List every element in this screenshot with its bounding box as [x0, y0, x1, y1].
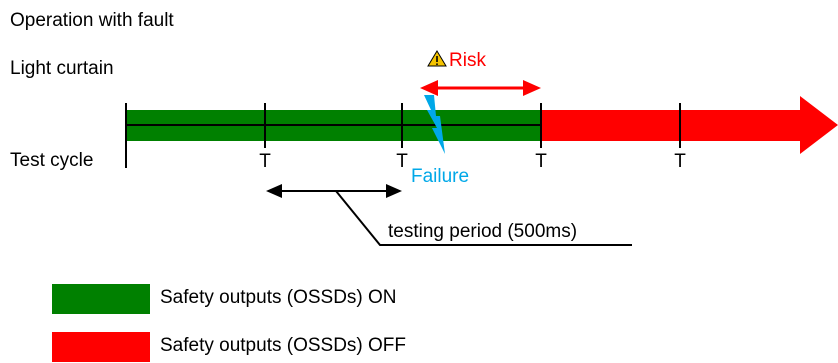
risk-arrow — [420, 80, 541, 96]
testing-period-arrow — [266, 184, 402, 198]
light-curtain-label: Light curtain — [10, 58, 114, 79]
legend-off-swatch — [52, 332, 150, 362]
legend-on-swatch — [52, 284, 150, 314]
warning-icon — [427, 50, 447, 67]
test-marker: T — [535, 151, 547, 172]
failure-label: Failure — [411, 166, 469, 187]
test-marker: T — [259, 151, 271, 172]
test-cycle-label: Test cycle — [10, 150, 94, 171]
diagram-title: Operation with fault — [10, 10, 174, 31]
test-marker: T — [396, 151, 408, 172]
legend-on-label: Safety outputs (OSSDs) ON — [160, 287, 397, 308]
test-tick: T — [259, 103, 271, 172]
testing-period-label: testing period (500ms) — [388, 221, 577, 242]
test-tick: T — [674, 103, 686, 172]
test-tick: T — [396, 103, 408, 172]
test-tick: T — [535, 103, 547, 172]
test-marker: T — [674, 151, 686, 172]
lightning-bolt-icon — [424, 95, 445, 154]
ossd-off-arrow — [541, 96, 838, 154]
legend-off-label: Safety outputs (OSSDs) OFF — [160, 335, 407, 356]
period-leader-line — [335, 190, 632, 246]
risk-label: Risk — [449, 50, 486, 71]
